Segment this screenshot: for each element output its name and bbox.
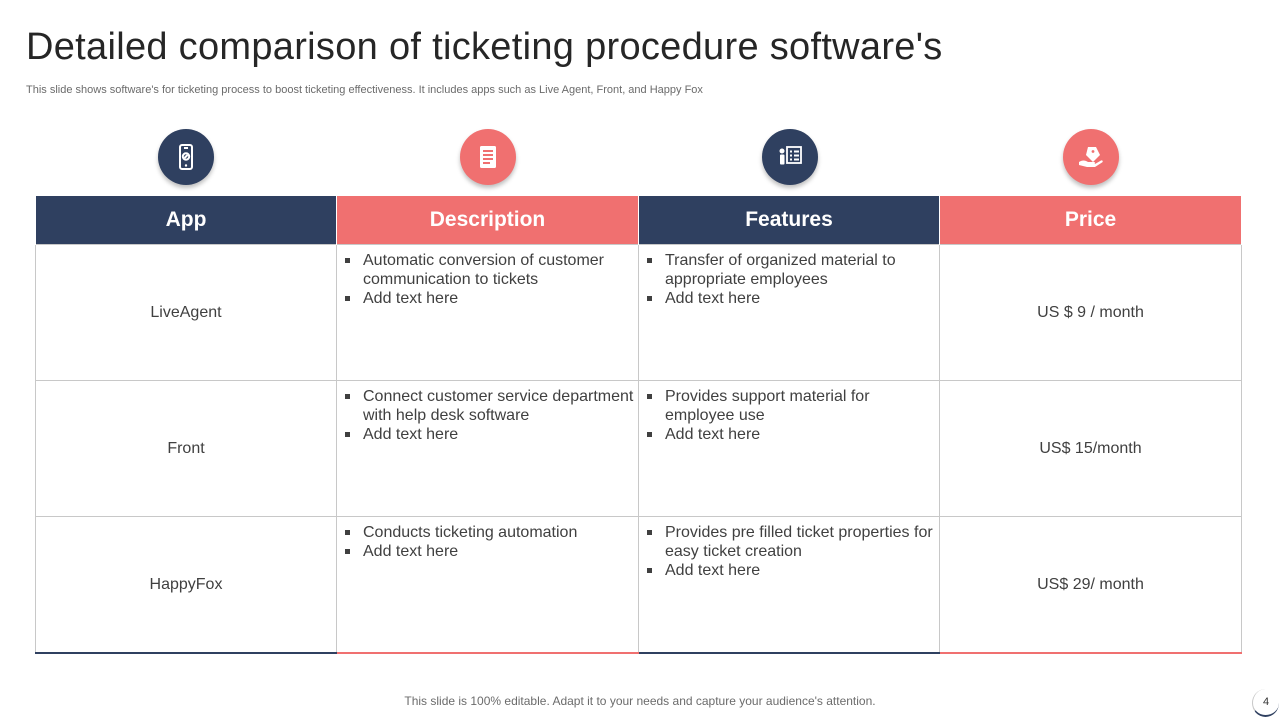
price-value: US $ 9 / month — [1037, 303, 1144, 321]
comparison-table: App Description Features Price LiveAgent… — [35, 195, 1242, 654]
price-value: US$ 15/month — [1039, 439, 1142, 457]
price-tag-hand-icon — [1063, 129, 1119, 185]
app-cell: LiveAgent — [35, 244, 337, 381]
features-cell: Transfer of organized material to approp… — [638, 244, 940, 381]
page-number: 4 — [1252, 689, 1279, 717]
features-bullet: Transfer of organized material to approp… — [647, 251, 939, 289]
price-cell: US$ 29/ month — [939, 516, 1242, 654]
features-bullet: Provides pre filled ticket properties fo… — [647, 523, 939, 561]
description-bullet: Add text here — [345, 289, 638, 308]
table-row: HappyFox Conducts ticketing automation A… — [35, 516, 1242, 654]
mobile-app-icon — [158, 129, 214, 185]
table-row: LiveAgent Automatic conversion of custom… — [35, 244, 1242, 381]
features-bullet: Add text here — [647, 425, 939, 444]
features-bullet: Add text here — [647, 561, 939, 580]
features-cell: Provides support material for employee u… — [638, 380, 940, 517]
features-cell: Provides pre filled ticket properties fo… — [638, 516, 940, 654]
app-cell: Front — [35, 380, 337, 517]
header-price: Price — [939, 195, 1242, 245]
description-cell: Connect customer service department with… — [336, 380, 639, 517]
price-value: US$ 29/ month — [1037, 575, 1144, 593]
description-bullet: Automatic conversion of customer communi… — [345, 251, 638, 289]
table-row: Front Connect customer service departmen… — [35, 380, 1242, 517]
header-description: Description — [336, 195, 639, 245]
app-cell: HappyFox — [35, 516, 337, 654]
header-features: Features — [638, 195, 940, 245]
app-name: LiveAgent — [150, 303, 222, 321]
price-cell: US$ 15/month — [939, 380, 1242, 517]
description-cell: Conducts ticketing automation Add text h… — [336, 516, 639, 654]
table-header-row: App Description Features Price — [35, 195, 1242, 245]
column-icons — [35, 129, 1241, 189]
description-bullet: Add text here — [345, 425, 638, 444]
description-bullet: Conducts ticketing automation — [345, 523, 638, 542]
presentation-board-icon — [762, 129, 818, 185]
description-bullet: Add text here — [345, 542, 638, 561]
slide-title: Detailed comparison of ticketing procedu… — [26, 26, 943, 68]
app-name: Front — [167, 439, 205, 457]
description-cell: Automatic conversion of customer communi… — [336, 244, 639, 381]
features-bullet: Add text here — [647, 289, 939, 308]
app-name: HappyFox — [149, 575, 223, 593]
slide-subtitle: This slide shows software's for ticketin… — [26, 84, 703, 96]
header-app: App — [35, 195, 337, 245]
slide-footer: This slide is 100% editable. Adapt it to… — [404, 694, 876, 708]
description-bullet: Connect customer service department with… — [345, 387, 638, 425]
price-cell: US $ 9 / month — [939, 244, 1242, 381]
features-bullet: Provides support material for employee u… — [647, 387, 939, 425]
document-list-icon — [460, 129, 516, 185]
